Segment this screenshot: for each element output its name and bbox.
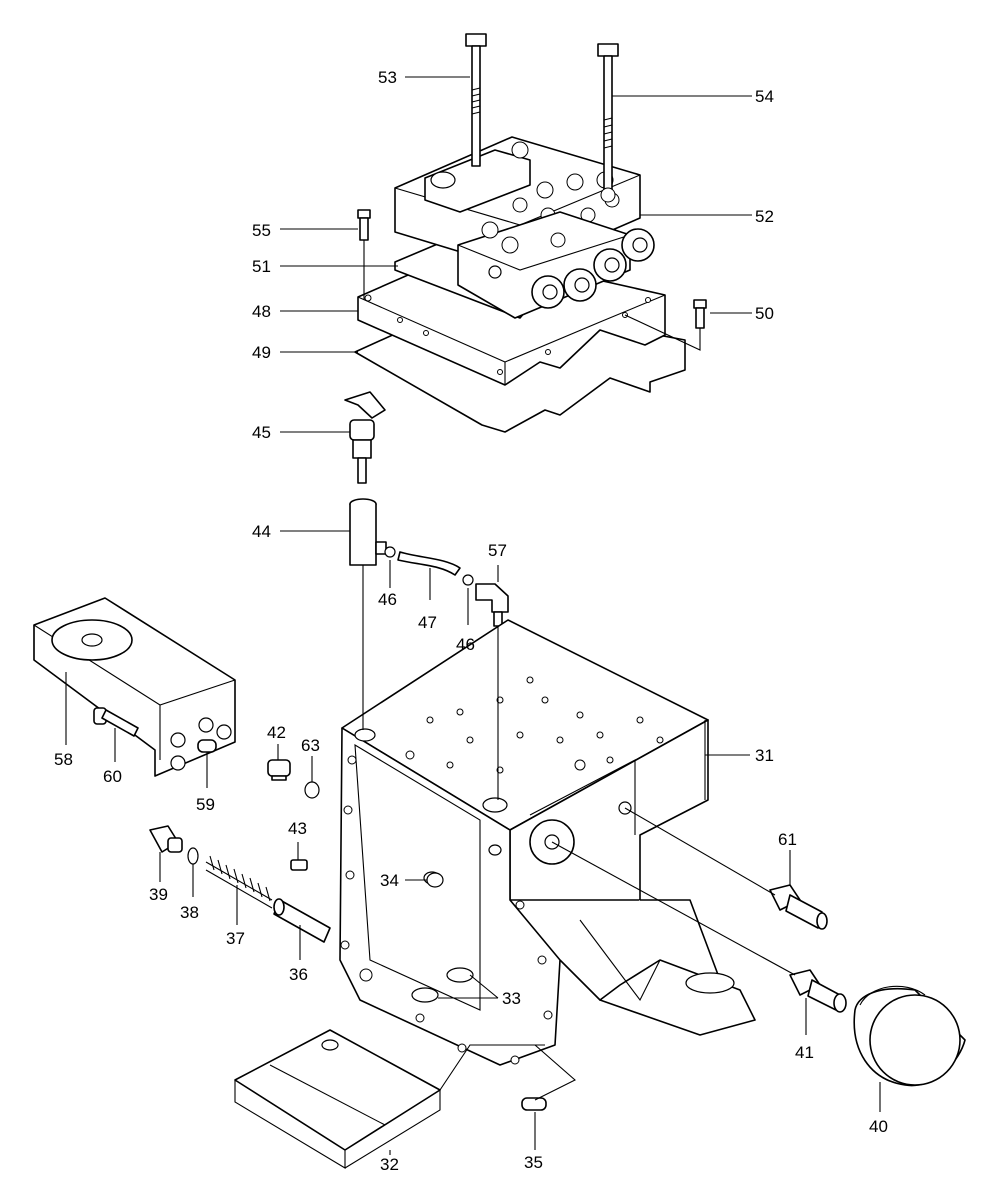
pin-35: [521, 1097, 547, 1111]
callout-labels: 53 54 52 55 51 48 50 49 45 44 57 46 47 4…: [54, 68, 888, 1174]
elbow-57: [475, 583, 509, 627]
o-ring-34: [426, 872, 444, 888]
callout-55: 55: [252, 221, 271, 240]
bracket-58: [33, 597, 236, 777]
screw-55: [357, 209, 371, 300]
cover-plate-32: [234, 1029, 441, 1169]
callout-40: 40: [869, 1117, 888, 1136]
leader-lines: [65, 76, 881, 1155]
screw-43: [290, 859, 308, 871]
callout-63: 63: [301, 736, 320, 755]
bolt-60: [93, 707, 139, 737]
callout-32: 32: [380, 1155, 399, 1174]
plug-42: [267, 759, 291, 781]
fitting-61: [769, 884, 828, 930]
callout-51: 51: [252, 257, 271, 276]
fitting-41: [789, 969, 847, 1013]
valve-assembly: [354, 33, 707, 433]
callout-46b: 46: [456, 635, 475, 654]
plug-39: [149, 825, 183, 853]
callout-43: 43: [288, 819, 307, 838]
oil-filter-40: [853, 985, 966, 1087]
solenoid-cylinders: [531, 228, 655, 309]
callout-35: 35: [524, 1153, 543, 1172]
bolt-54: [597, 43, 619, 203]
callout-54: 54: [755, 87, 774, 106]
callout-41: 41: [795, 1043, 814, 1062]
fitting-44: [349, 498, 387, 566]
callout-50: 50: [755, 304, 774, 323]
callout-33: 33: [502, 989, 521, 1008]
callout-36: 36: [289, 965, 308, 984]
callout-46a: 46: [378, 590, 397, 609]
callout-38: 38: [180, 903, 199, 922]
callout-61: 61: [778, 830, 797, 849]
callout-34: 34: [380, 871, 399, 890]
callout-57: 57: [488, 541, 507, 560]
pressure-sensor-45: [344, 391, 386, 484]
callout-59: 59: [196, 795, 215, 814]
callout-53: 53: [378, 68, 397, 87]
screw-50: [624, 299, 707, 351]
callout-31: 31: [755, 746, 774, 765]
callout-48: 48: [252, 302, 271, 321]
callout-39: 39: [149, 885, 168, 904]
callout-60: 60: [103, 767, 122, 786]
spring-37: [205, 855, 273, 909]
hose-47: [384, 546, 474, 586]
pin-59: [197, 739, 217, 753]
transmission-housing-31: [339, 619, 756, 1066]
callout-49: 49: [252, 343, 271, 362]
o-ring-63: [304, 781, 320, 799]
spool-36: [273, 898, 331, 943]
bolt-53: [465, 33, 487, 167]
o-ring-38: [187, 847, 199, 865]
callout-45: 45: [252, 423, 271, 442]
callout-58: 58: [54, 750, 73, 769]
callout-44: 44: [252, 522, 271, 541]
callout-47: 47: [418, 613, 437, 632]
callout-37: 37: [226, 929, 245, 948]
callout-42: 42: [267, 723, 286, 742]
callout-52: 52: [755, 207, 774, 226]
